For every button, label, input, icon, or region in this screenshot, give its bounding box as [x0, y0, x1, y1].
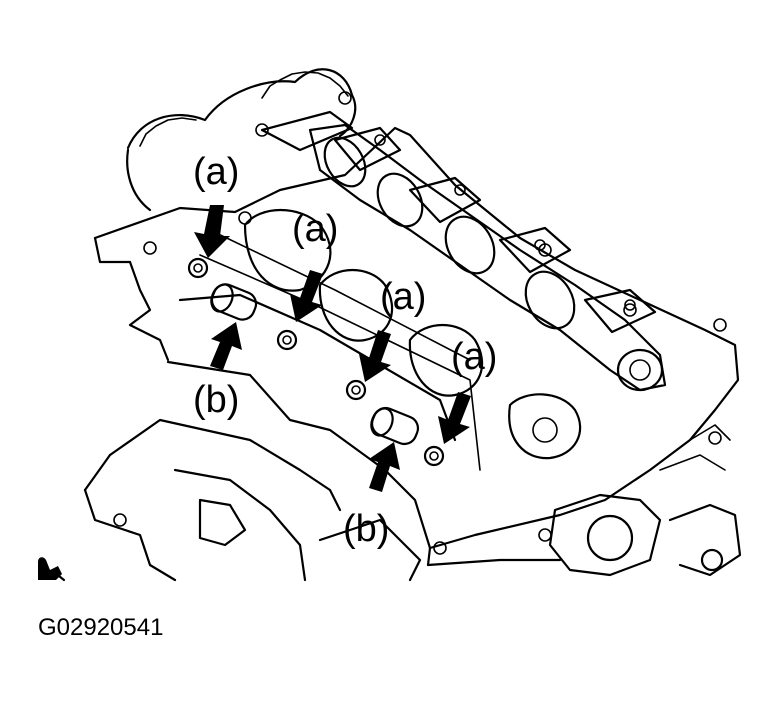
plug-parts: [210, 283, 420, 446]
callout-b-2: (b): [343, 508, 390, 550]
timing-sprocket: [126, 68, 357, 212]
bearing-caps: [333, 126, 657, 334]
service-note-icon: [38, 557, 66, 582]
callout-a-4: (a): [451, 336, 498, 378]
arrow-icon: [290, 270, 323, 322]
arrow-icon: [369, 442, 400, 492]
arrow-icon: [194, 205, 230, 258]
edge-bolts: [113, 91, 727, 555]
figure-code: G02920541: [38, 614, 164, 641]
arrows-a: [194, 205, 471, 444]
camshaft: [308, 123, 667, 392]
bolts: [187, 257, 445, 467]
arrows-b: [210, 322, 400, 492]
callout-a-1: (a): [193, 151, 240, 193]
callout-b-1: (b): [193, 379, 240, 421]
engine-block: [83, 418, 742, 582]
callout-a-2: (a): [292, 208, 339, 250]
arrow-icon: [438, 392, 471, 444]
arrow-icon: [210, 322, 242, 370]
second-camshaft: [243, 208, 582, 460]
cylinder-head: [93, 126, 740, 567]
arrow-icon: [359, 330, 391, 382]
callout-a-3: (a): [380, 276, 427, 318]
